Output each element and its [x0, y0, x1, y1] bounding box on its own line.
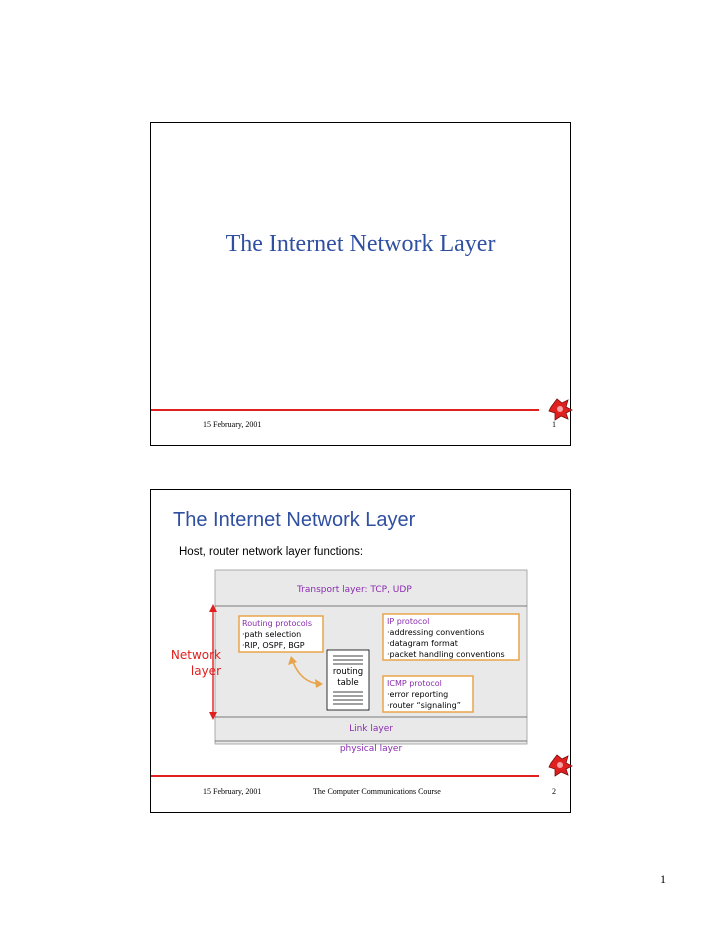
network-label-2: layer: [190, 664, 221, 678]
ip-item: ·addressing conventions: [387, 628, 485, 637]
slide-1-page: 1: [552, 420, 556, 429]
network-layer-diagram: [209, 569, 528, 745]
network-label-1: Network: [170, 648, 221, 662]
icmp-protocol-title: ICMP protocol: [387, 679, 442, 688]
crest-logo-icon: [548, 398, 573, 421]
icmp-protocol-box: [382, 675, 474, 713]
routing-item: ·RIP, OSPF, BGP: [242, 641, 305, 650]
slide-2-course: The Computer Communications Course: [313, 787, 441, 796]
slide-2-date: 15 February, 2001: [203, 787, 262, 796]
crest-logo-icon: [548, 754, 573, 777]
routing-protocols-box: [238, 615, 324, 653]
slide-2-title: The Internet Network Layer: [173, 509, 416, 531]
ip-item: ·packet handling conventions: [387, 650, 505, 659]
ip-protocol-title: IP protocol: [387, 617, 430, 626]
slide-1: The Internet Network Layer 15 February, …: [150, 122, 573, 446]
routing-table-label-1: routing: [332, 667, 364, 677]
routing-protocols-title: Routing protocols: [242, 619, 313, 628]
handout-page-number: 1: [660, 872, 666, 886]
physical-layer-label: physical layer: [339, 744, 403, 754]
slide-1-date: 15 February, 2001: [203, 420, 262, 429]
ip-item: ·datagram format: [387, 639, 458, 648]
icmp-item: ·router “signaling”: [387, 701, 461, 710]
slide-2-subtitle: Host, router network layer functions:: [179, 546, 364, 558]
link-layer-label: Link layer: [349, 724, 393, 734]
transport-layer-label: Transport layer: TCP, UDP: [297, 585, 412, 595]
routing-item: ·path selection: [242, 630, 302, 639]
slide-1-title: The Internet Network Layer: [225, 231, 496, 257]
footer-rule: [151, 409, 539, 411]
icmp-item: ·error reporting: [387, 690, 449, 699]
slide-2-page: 2: [552, 787, 556, 796]
ip-protocol-box: [382, 613, 520, 661]
slide-2: The Internet Network Layer Host, router …: [150, 489, 573, 813]
footer-rule: [151, 775, 539, 777]
routing-table-label-2: table: [337, 678, 359, 688]
